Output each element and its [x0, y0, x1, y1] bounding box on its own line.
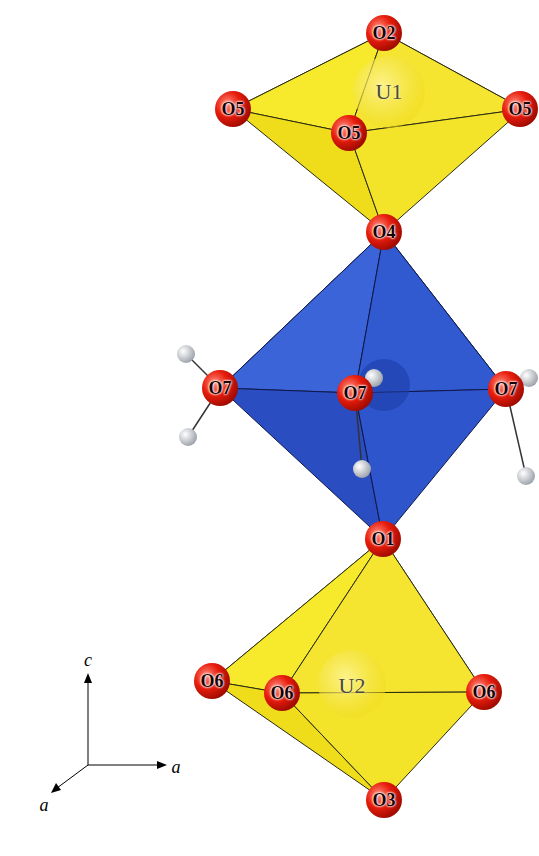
uranium-label: U1: [376, 81, 403, 103]
atom-label: O2: [372, 24, 395, 42]
atom-label: O7: [494, 380, 517, 398]
atom-label: O6: [270, 684, 293, 702]
atom-label: O1: [371, 530, 394, 548]
atom-label: O5: [508, 100, 531, 118]
hydrogen-atoms: [177, 345, 538, 485]
axis-label: a: [172, 758, 181, 776]
oxygen-atoms: [194, 15, 538, 818]
atom-label: O5: [221, 100, 244, 118]
atom-label: O5: [337, 124, 360, 142]
axis-label: a: [40, 796, 49, 814]
atom-label: O3: [372, 791, 395, 809]
atom-label: O7: [343, 384, 366, 402]
u2-octahedron: [212, 539, 484, 800]
atom-label: O6: [200, 672, 223, 690]
u1-octahedron: [233, 33, 523, 232]
o-h-bonds: [186, 354, 530, 476]
blue-octahedron: [220, 232, 506, 539]
atom-label: O6: [472, 683, 495, 701]
uranium-label: U2: [339, 675, 366, 697]
axis-label: c: [84, 651, 92, 669]
atom-label: O7: [208, 379, 231, 397]
atom-label: O4: [372, 223, 395, 241]
axes: [51, 673, 167, 793]
